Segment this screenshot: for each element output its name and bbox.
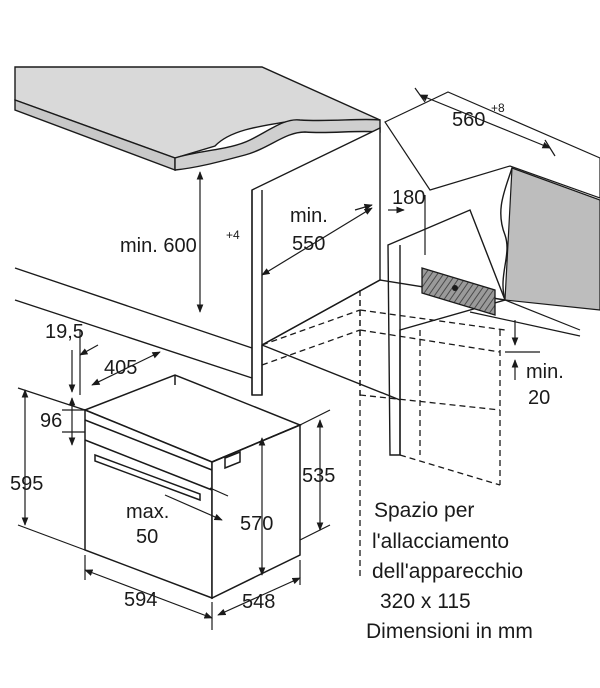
note-line-2: l'allacciamento	[372, 530, 509, 553]
niche-hidden-edges	[261, 290, 506, 580]
right-cabinet-side	[504, 167, 600, 311]
note-line-1: Spazio per	[374, 499, 474, 522]
label-max-50-line2: 50	[136, 526, 158, 548]
worktop-top-face	[14, 66, 381, 159]
label-535: 535	[302, 465, 335, 487]
label-min-550-line1: min.	[290, 205, 328, 227]
note-line-4: 320 x 115	[380, 590, 471, 613]
oven	[82, 374, 302, 600]
label-570: 570	[240, 513, 273, 535]
niche-right-panel	[387, 209, 506, 456]
label-min-600-tolerance: +4	[226, 228, 240, 242]
label-width-560-tolerance: +8	[491, 101, 505, 115]
label-548: 548	[242, 591, 275, 613]
connection-space	[421, 267, 496, 316]
installation-note: Spazio per l'allacciamento dell'apparecc…	[366, 499, 533, 643]
label-595: 595	[10, 473, 43, 495]
label-19-5: 19,5	[45, 321, 84, 343]
label-min-20-line2: 20	[528, 387, 550, 409]
label-width-560: 560	[452, 109, 485, 131]
label-594: 594	[124, 589, 157, 611]
label-max-50-line1: max.	[126, 501, 169, 523]
right-cabinet-break	[500, 167, 513, 301]
note-line-5: Dimensioni in mm	[366, 620, 533, 643]
label-min-20-line1: min.	[526, 361, 564, 383]
label-depth-180: 180	[392, 187, 425, 209]
connection-socket-icon	[452, 285, 458, 291]
label-min-600: min. 600	[120, 235, 197, 257]
note-line-3: dell'apparecchio	[372, 560, 523, 583]
label-96: 96	[40, 410, 62, 432]
dimension-labels: 560 +8 180 min. 600 +4 min. 550 19,5 405…	[10, 101, 564, 613]
dimension-lines	[17, 87, 556, 630]
label-405: 405	[104, 357, 137, 379]
oven-handle	[94, 453, 201, 502]
label-min-550-line2: 550	[292, 233, 325, 255]
niche-left-panel	[251, 126, 381, 396]
connection-space-hatch	[421, 267, 496, 316]
